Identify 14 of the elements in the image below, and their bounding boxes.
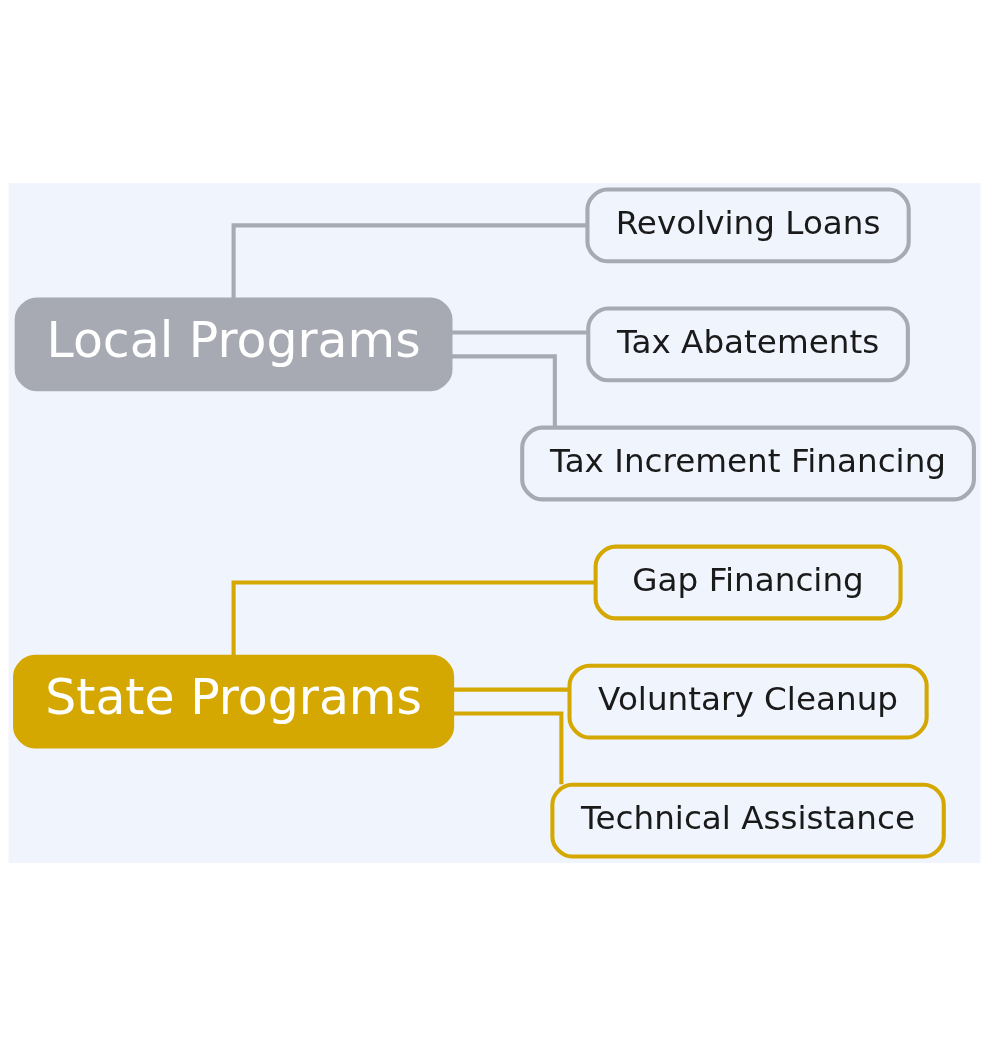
- connector: [452, 687, 569, 692]
- node-box: Local Programs: [14, 297, 453, 392]
- connector: [231, 580, 596, 657]
- node-box: Gap Financing: [593, 544, 903, 621]
- node-box: Tax Increment Financing: [520, 425, 976, 502]
- node-box: Revolving Loans: [585, 187, 911, 264]
- connector: [452, 711, 564, 785]
- node-box: Technical Assistance: [550, 782, 946, 859]
- node-box: Voluntary Cleanup: [567, 663, 929, 740]
- node-box: Tax Abatements: [586, 306, 910, 383]
- connector: [451, 330, 588, 335]
- connector: [231, 223, 588, 300]
- node-box: State Programs: [13, 654, 455, 749]
- connector: [450, 354, 557, 428]
